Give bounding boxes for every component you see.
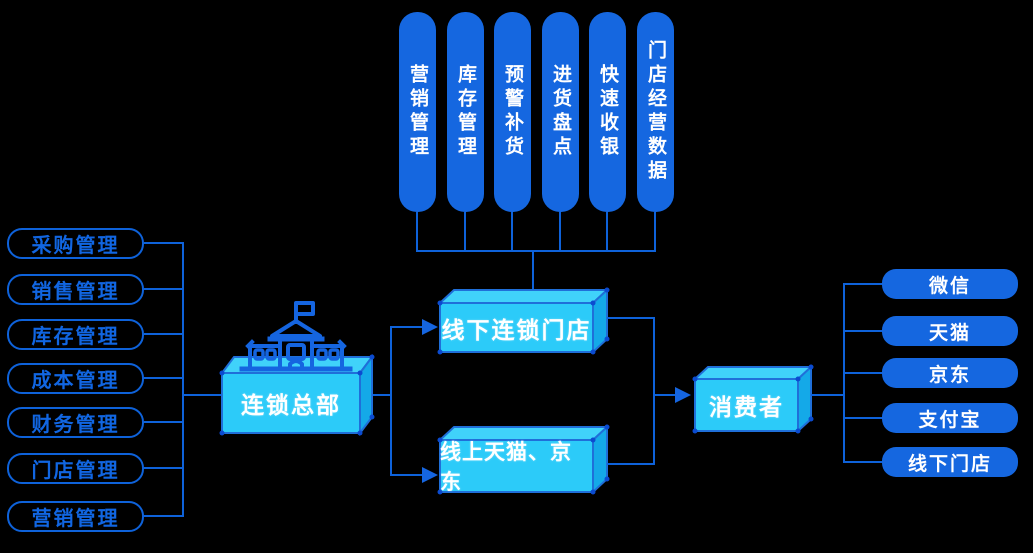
box-corner-dots: [692, 364, 814, 434]
headquarters-3d-box: [219, 354, 375, 436]
connector: [390, 326, 422, 328]
connector: [511, 212, 513, 250]
left-module-store: 门店管理: [7, 453, 144, 484]
box-front-face: [439, 439, 594, 493]
connector: [843, 330, 882, 332]
connector: [607, 317, 654, 319]
connector: [532, 250, 534, 292]
connector: [654, 212, 656, 250]
connector: [843, 283, 882, 285]
touchpoint-tmall: 天猫: [882, 316, 1018, 346]
box-front-face: [221, 372, 361, 434]
connector: [843, 372, 882, 374]
connector-split: [390, 326, 392, 476]
top-module-marketing: 营销管理: [399, 12, 436, 212]
touchpoint-offline-store: 线下门店: [882, 447, 1018, 477]
left-module-label: 门店管理: [31, 460, 120, 482]
touchpoint-label: 微信: [928, 275, 971, 297]
connector: [607, 463, 654, 465]
connector-left-trunk: [182, 242, 184, 517]
connector: [144, 515, 182, 517]
left-module-label: 销售管理: [31, 281, 120, 303]
top-module-stocktake: 进货盘点: [542, 12, 579, 212]
top-module-inventory: 库存管理: [447, 12, 484, 212]
connector: [811, 394, 844, 396]
left-module-marketing: 营销管理: [7, 501, 144, 532]
connector: [559, 212, 561, 250]
top-module-replenish: 预警补货: [494, 12, 531, 212]
box-top-face: [437, 289, 610, 304]
touchpoint-label: 线下门店: [907, 453, 992, 475]
top-module-label: 预警补货: [502, 64, 523, 160]
connector: [464, 212, 466, 250]
connector: [843, 461, 882, 463]
connector: [144, 333, 182, 335]
connector: [144, 288, 182, 290]
connector: [843, 417, 882, 419]
touchpoint-wechat: 微信: [882, 269, 1018, 299]
offline-channel-label: 线下连锁门店: [441, 316, 592, 343]
box-corner-dots: [437, 287, 610, 355]
box-front-face: [439, 302, 594, 353]
arrow-right-icon: [675, 387, 691, 403]
online-channel-label: 线上天猫、京东: [440, 441, 572, 494]
connector: [144, 421, 182, 423]
top-module-label: 快速收银: [597, 64, 618, 160]
offline-channel-3d-box: [437, 287, 610, 355]
left-module-sales: 销售管理: [7, 274, 144, 305]
box-side-face: [592, 424, 608, 495]
box-top-face: [692, 366, 814, 380]
top-module-store-data: 门店经营数据: [637, 12, 674, 212]
government-building-icon: [239, 301, 353, 372]
connector-bus: [416, 250, 656, 252]
box-corner-dots: [437, 424, 610, 495]
box-front-face: [694, 378, 799, 432]
connector: [653, 394, 675, 396]
top-module-label: 库存管理: [455, 64, 476, 160]
left-module-label: 成本管理: [31, 370, 120, 392]
connector: [390, 474, 422, 476]
arrow-right-icon: [422, 319, 438, 335]
connector: [360, 394, 391, 396]
connector: [416, 212, 418, 250]
touchpoint-label: 天猫: [928, 322, 971, 344]
left-module-label: 营销管理: [31, 508, 120, 530]
left-module-cost: 成本管理: [7, 363, 144, 394]
left-module-label: 采购管理: [31, 235, 120, 257]
left-module-label: 财务管理: [31, 414, 120, 436]
connector: [144, 377, 182, 379]
touchpoint-label: 京东: [928, 364, 971, 386]
connector: [182, 394, 222, 396]
consumer-label: 消费者: [709, 394, 784, 420]
consumer-3d-box: [692, 364, 814, 434]
left-module-inventory: 库存管理: [7, 319, 144, 350]
top-module-cashier: 快速收银: [589, 12, 626, 212]
arrow-right-icon: [422, 467, 438, 483]
online-channel-3d-box: [437, 424, 610, 495]
left-module-procurement: 采购管理: [7, 228, 144, 259]
touchpoint-jd: 京东: [882, 358, 1018, 388]
top-module-label: 营销管理: [407, 64, 428, 160]
connector-merge: [653, 317, 655, 465]
box-corner-dots: [219, 354, 375, 436]
headquarters-label: 连锁总部: [241, 392, 341, 418]
connector: [144, 242, 182, 244]
touchpoint-label: 支付宝: [918, 409, 982, 431]
connector: [606, 212, 608, 250]
box-side-face: [797, 364, 812, 434]
left-module-label: 库存管理: [31, 326, 120, 348]
touchpoint-alipay: 支付宝: [882, 403, 1018, 433]
top-module-label: 门店经营数据: [645, 40, 666, 184]
left-module-finance: 财务管理: [7, 407, 144, 438]
top-module-label: 进货盘点: [550, 64, 571, 160]
connector: [144, 467, 182, 469]
